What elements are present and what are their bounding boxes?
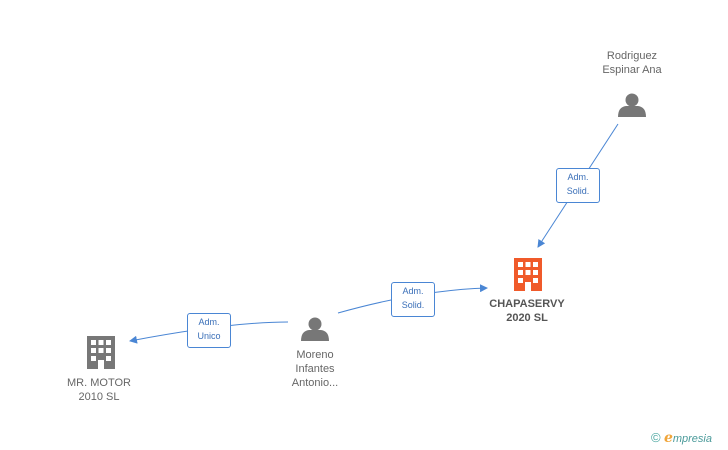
empresia-logo-text: mpresia <box>672 433 712 445</box>
node-label-line: MR. MOTOR <box>67 377 131 389</box>
node-label-line: Rodriguez <box>606 50 658 62</box>
node-label-line: CHAPASERVY <box>489 298 565 310</box>
node-label-mrmotor[interactable]: MR. MOTOR 2010 SL <box>49 376 149 404</box>
edge-label-line: Adm. <box>567 172 589 182</box>
person-icon[interactable] <box>301 317 329 342</box>
edge-label-line: Solid. <box>401 300 425 310</box>
empresia-watermark: © empresia <box>651 430 712 446</box>
edge-label-line: Adm. <box>198 317 220 327</box>
node-label-line: Antonio... <box>291 377 339 389</box>
node-label-chapaservy[interactable]: CHAPASERVY 2020 SL <box>467 297 587 325</box>
copyright-symbol: © <box>651 430 661 445</box>
edge-label-moreno-chapaservy[interactable]: Adm. Solid. <box>391 282 435 317</box>
node-label-line: Espinar Ana <box>602 64 662 76</box>
edge-label-rodriguez-chapaservy[interactable]: Adm. Solid. <box>556 168 600 203</box>
building-icon[interactable] <box>514 258 542 291</box>
building-icon[interactable] <box>87 336 115 369</box>
person-icon[interactable] <box>618 93 646 118</box>
edge-label-line: Adm. <box>402 286 424 296</box>
node-label-line: Moreno <box>296 349 334 361</box>
node-label-line: 2020 SL <box>506 312 548 324</box>
node-label-line: Infantes <box>295 363 335 375</box>
edge-label-line: Solid. <box>566 186 590 196</box>
empresia-logo-initial: e <box>663 430 673 446</box>
node-label-moreno[interactable]: Moreno Infantes Antonio... <box>268 348 362 390</box>
edge-label-line: Unico <box>197 331 221 341</box>
node-label-line: 2010 SL <box>78 391 120 403</box>
edge-label-moreno-mrmotor[interactable]: Adm. Unico <box>187 313 231 348</box>
node-label-rodriguez[interactable]: Rodriguez Espinar Ana <box>582 49 682 77</box>
